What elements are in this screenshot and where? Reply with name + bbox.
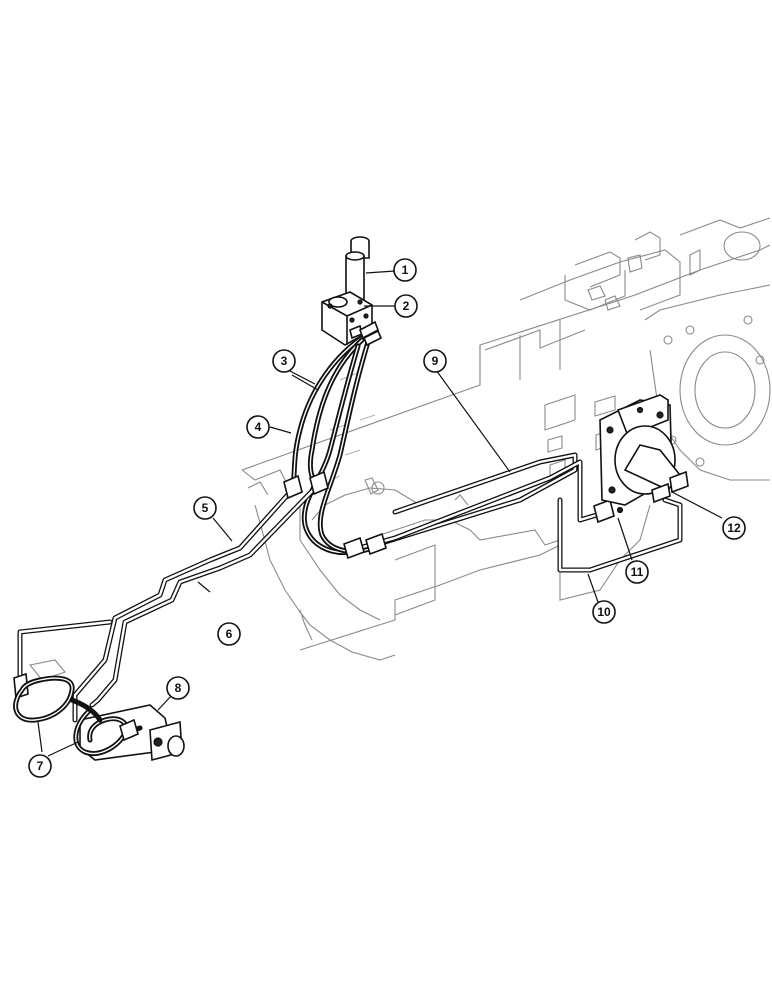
callout-5: 5 <box>193 496 217 520</box>
leader-lines <box>37 270 723 757</box>
steering-column <box>345 236 370 301</box>
hydraulic-pump <box>599 394 689 514</box>
callout-12-label: 12 <box>727 521 741 535</box>
callout-8-label: 8 <box>175 681 182 695</box>
callout-7: 7 <box>28 754 52 778</box>
callout-6: 6 <box>217 622 241 646</box>
callout-6-label: 6 <box>226 627 233 641</box>
callout-12: 12 <box>722 516 746 540</box>
tractor-chassis-outline <box>241 217 771 661</box>
callout-4-label: 4 <box>255 420 262 434</box>
steering-valve-body <box>321 291 373 346</box>
steering-hoses <box>289 320 383 556</box>
callout-11: 11 <box>625 560 649 584</box>
callout-8: 8 <box>166 676 190 700</box>
callout-10: 10 <box>592 600 616 624</box>
steering-cylinder <box>29 659 185 762</box>
callout-3-label: 3 <box>281 354 288 368</box>
callout-1: 1 <box>393 258 417 282</box>
callout-2: 2 <box>394 294 418 318</box>
callout-7-label: 7 <box>37 759 44 773</box>
callout-4: 4 <box>246 415 270 439</box>
rigid-pipe-9 <box>343 452 615 560</box>
rigid-pipe-10 <box>557 497 683 573</box>
callout-10-label: 10 <box>597 605 611 619</box>
callout-2-label: 2 <box>403 299 410 313</box>
callout-1-label: 1 <box>402 263 409 277</box>
callout-9-label: 9 <box>432 354 439 368</box>
callout-9: 9 <box>423 349 447 373</box>
callout-5-label: 5 <box>202 501 209 515</box>
callout-3: 3 <box>272 349 296 373</box>
callout-11-label: 11 <box>631 565 644 579</box>
